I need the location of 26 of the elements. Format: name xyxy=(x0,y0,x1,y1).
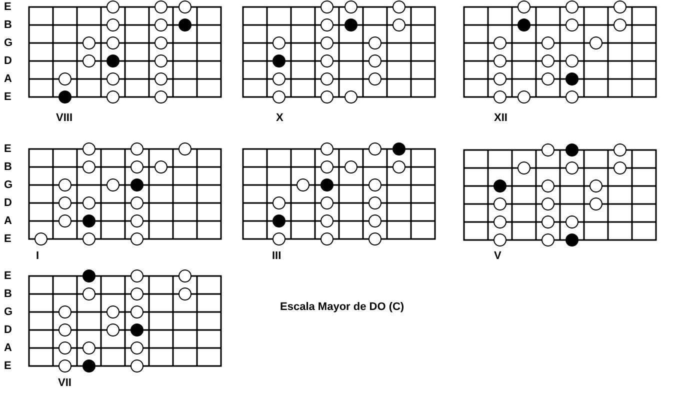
string-name: E xyxy=(4,91,12,103)
string-name: G xyxy=(4,37,13,49)
string-name: A xyxy=(4,215,12,227)
string-name: G xyxy=(4,179,13,191)
position-numeral: I xyxy=(36,250,40,262)
string-name: B xyxy=(4,19,12,31)
position-numeral: V xyxy=(494,250,502,262)
string-name: A xyxy=(4,73,12,85)
string-name: E xyxy=(4,270,12,282)
string-name: E xyxy=(4,143,12,155)
position-numeral: VIII xyxy=(56,112,73,124)
string-name: B xyxy=(4,161,12,173)
string-name: D xyxy=(4,197,12,209)
string-name: E xyxy=(4,1,12,13)
position-numeral: XII xyxy=(494,112,508,124)
string-name: G xyxy=(4,306,13,318)
scale-title: Escala Mayor de DO (C) xyxy=(280,301,404,313)
position-numeral: X xyxy=(276,112,284,124)
string-name: D xyxy=(4,55,12,67)
string-name: A xyxy=(4,342,12,354)
string-name: B xyxy=(4,288,12,300)
string-name: D xyxy=(4,324,12,336)
position-numeral: VII xyxy=(58,377,72,389)
string-name: E xyxy=(4,233,12,245)
string-name: E xyxy=(4,360,12,372)
position-numeral: III xyxy=(272,250,282,262)
